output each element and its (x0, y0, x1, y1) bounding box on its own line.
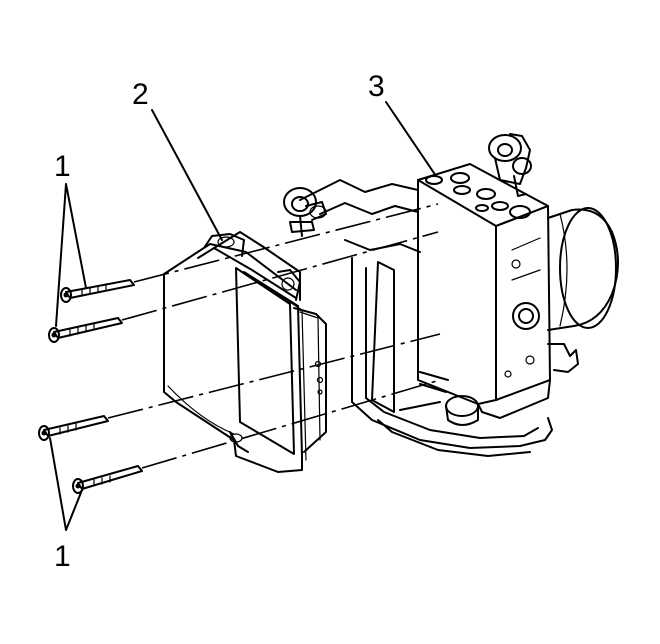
module-bolt-1 (60, 279, 135, 303)
callout-fastener-top: 1 (54, 150, 71, 183)
bracket-isolator-left (283, 187, 327, 237)
valve-body (417, 163, 579, 426)
module-bolt-4 (72, 465, 143, 494)
brake-modulator-assembly (283, 133, 619, 457)
control-module (163, 231, 327, 473)
callout-fastener-bottom: 1 (54, 540, 71, 573)
alignment-lines (107, 203, 441, 469)
module-bolt-2 (48, 317, 123, 343)
module-bolt-3 (38, 415, 109, 441)
leader-fastener-top (55, 183, 87, 327)
leader-lines (49, 101, 437, 531)
leader-modulator (385, 101, 437, 177)
mounting-bracket (299, 179, 553, 457)
callout-modulator: 3 (368, 70, 385, 103)
bracket-isolator-right (488, 133, 532, 197)
callout-module: 2 (132, 78, 149, 111)
leader-module (151, 109, 223, 241)
leader-fastener-bottom (49, 437, 83, 531)
pump-motor (547, 207, 619, 331)
